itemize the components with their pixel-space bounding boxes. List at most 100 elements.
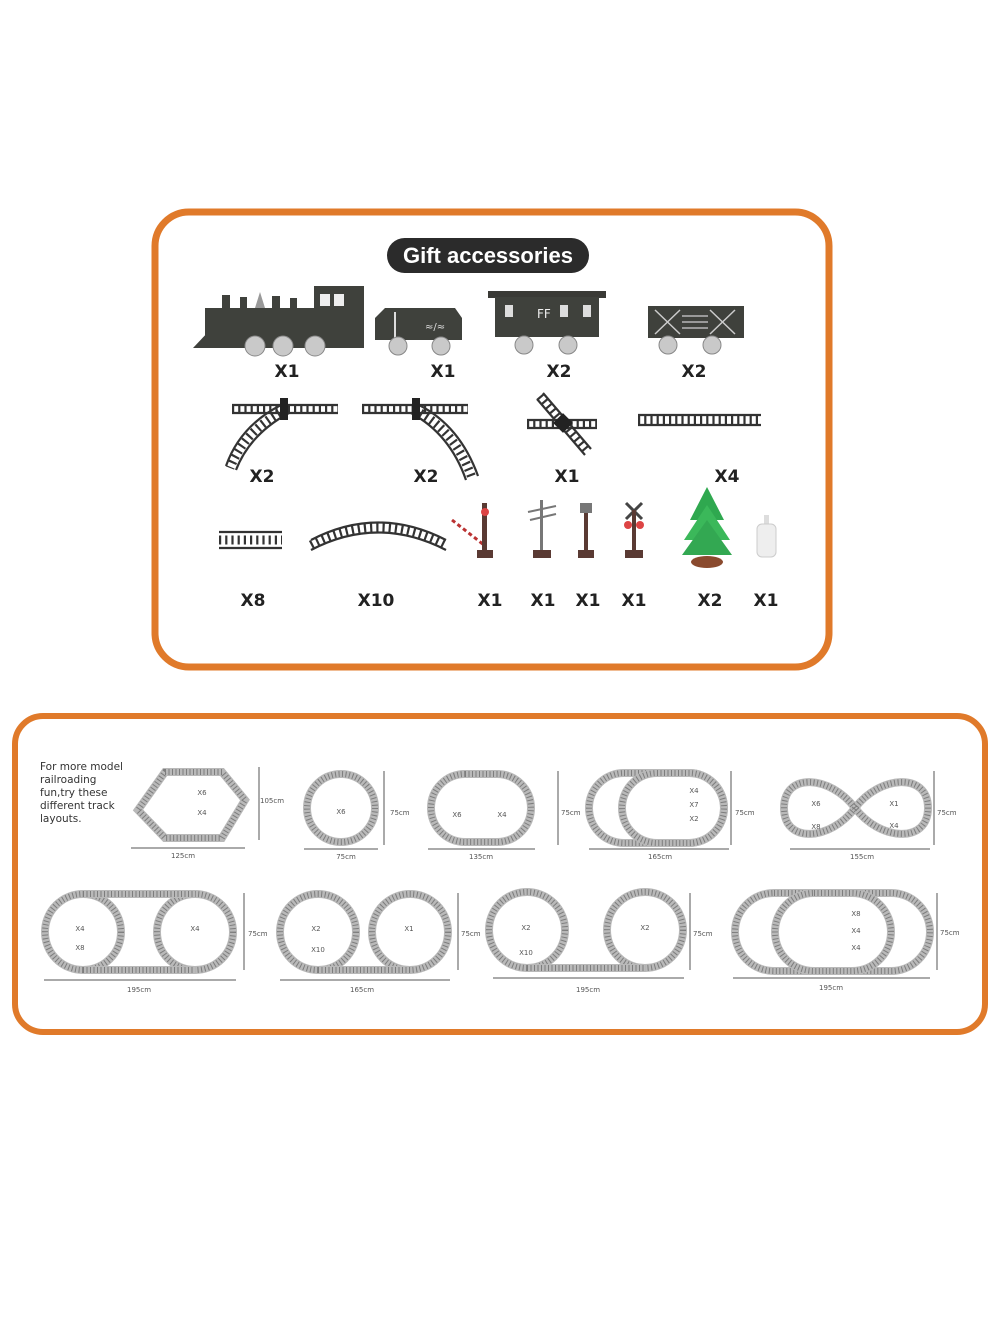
- crossing-barrier-image: [451, 503, 493, 558]
- layout-7: X2 X10 X1 75cm 165cm: [276, 890, 481, 994]
- qty-lamp: X1: [576, 591, 601, 611]
- dimension-label: 105cm: [260, 797, 284, 805]
- left-switch-track-image: [224, 398, 338, 471]
- title-badge: Gift accessories: [387, 238, 589, 273]
- crossing-track-image: [527, 392, 597, 456]
- qty-pole: X1: [531, 591, 556, 611]
- layout-8: X2 X10 X2 75cm 195cm: [485, 888, 713, 994]
- tree-image: [682, 487, 732, 568]
- text-label: X2: [640, 924, 649, 932]
- text-label: X4: [190, 925, 200, 933]
- qty-barrier: X1: [478, 591, 503, 611]
- qty-oil-bottle: X1: [754, 591, 779, 611]
- layout-4: X4 X7 X2 75cm 165cm: [585, 769, 755, 861]
- gift-accessories-panel: Gift accessories ≈/≈ FF: [151, 208, 833, 671]
- track-ties: [134, 769, 249, 841]
- dimension-label: 165cm: [350, 986, 374, 994]
- dimension-label: 75cm: [390, 809, 410, 817]
- text-label: X4: [197, 809, 207, 817]
- qty-left-switch: X2: [250, 467, 275, 487]
- cargo-wagon-image: [648, 306, 744, 355]
- layout-5: X6 X8 X1 X4 75cm 155cm: [779, 771, 957, 861]
- telegraph-pole-image: [527, 500, 557, 558]
- dimension-label: 195cm: [127, 986, 151, 994]
- qty-locomotive: X1: [275, 362, 300, 382]
- street-lamp-image: [578, 503, 594, 558]
- dimension-label: 75cm: [561, 809, 581, 817]
- track-ties: [83, 891, 195, 973]
- dimension-label: 125cm: [171, 852, 195, 860]
- text-label: X6: [811, 800, 821, 808]
- text-label: X1: [889, 800, 898, 808]
- text-label: X6: [452, 811, 462, 819]
- text-label: railroading: [40, 774, 96, 786]
- text-label: layouts.: [40, 813, 82, 825]
- track-ties: [772, 890, 894, 974]
- text-label: X4: [851, 944, 861, 952]
- text-label: X7: [689, 801, 698, 809]
- text-label: X4: [497, 811, 507, 819]
- text-label: X8: [75, 944, 84, 952]
- qty-tender: X1: [431, 362, 456, 382]
- text-label: X1: [404, 925, 413, 933]
- text-label: FF: [537, 307, 551, 321]
- text-label: X10: [311, 946, 325, 954]
- dimension-label: 155cm: [850, 853, 874, 861]
- text-label: X2: [689, 815, 698, 823]
- track-ties: [428, 771, 534, 845]
- tender-image: ≈/≈: [375, 308, 462, 356]
- panel-title: Gift accessories: [403, 243, 573, 268]
- text-label: X4: [75, 925, 85, 933]
- qty-signal: X1: [622, 591, 647, 611]
- locomotive-image: [193, 286, 364, 357]
- layout-9: X8 X4 X4 75cm 195cm: [731, 889, 960, 992]
- qty-right-switch: X2: [414, 467, 439, 487]
- text-label: X6: [197, 789, 207, 797]
- layout-6: X4 X8 X4 75cm 195cm: [41, 890, 268, 994]
- dimension-label: 195cm: [819, 984, 843, 992]
- right-switch-track-image: [362, 398, 480, 481]
- short-straight-track-image: [219, 530, 282, 550]
- text-label: X4: [689, 787, 699, 795]
- qty-crossing-track: X1: [555, 467, 580, 487]
- qty-tree: X2: [698, 591, 723, 611]
- curved-track-image: [308, 521, 449, 551]
- straight-track-image: [638, 413, 761, 427]
- track-ties: [304, 771, 378, 845]
- text-label: X10: [519, 949, 533, 957]
- text-label: fun,try these: [40, 787, 108, 799]
- qty-caboose: X2: [547, 362, 572, 382]
- quantity-labels: X1 X1 X2 X2 X2 X2 X1 X4 X8 X10 X1 X1 X1 …: [241, 362, 779, 611]
- qty-short-straight: X8: [241, 591, 266, 611]
- dimension-label: 135cm: [469, 853, 493, 861]
- text-label: X8: [811, 823, 820, 831]
- caboose-image: FF: [488, 291, 606, 355]
- dimension-label: 75cm: [937, 809, 957, 817]
- dimension-label: 195cm: [576, 986, 600, 994]
- text-label: X2: [311, 925, 320, 933]
- qty-curved-track: X10: [358, 591, 395, 611]
- qty-cargo-wagon: X2: [682, 362, 707, 382]
- track-ties: [619, 770, 727, 846]
- qty-straight-track: X4: [715, 467, 740, 487]
- crossing-signal-image: [624, 501, 644, 558]
- dimension-label: 75cm: [735, 809, 755, 817]
- text-label: ≈/≈: [425, 322, 445, 333]
- track-ties: [780, 779, 932, 837]
- text-label: X8: [851, 910, 860, 918]
- layout-3: X6 X4 75cm 135cm: [427, 770, 581, 861]
- oil-bottle-image: [756, 515, 777, 558]
- layout-1: X6 X4 105cm 125cm: [131, 767, 284, 860]
- layout-2: X6 75cm 75cm: [303, 770, 410, 861]
- dimension-label: 75cm: [336, 853, 356, 861]
- text-label: different track: [40, 800, 116, 812]
- text-label: For more model: [40, 761, 123, 773]
- dimension-label: 75cm: [461, 930, 481, 938]
- dimension-label: 75cm: [940, 929, 960, 937]
- track-layouts-panel: For more model railroading fun,try these…: [12, 713, 988, 1035]
- intro-text: For more model railroading fun,try these…: [40, 761, 123, 825]
- dimension-label: 75cm: [693, 930, 713, 938]
- dimension-label: 75cm: [248, 930, 268, 938]
- dimension-label: 165cm: [648, 853, 672, 861]
